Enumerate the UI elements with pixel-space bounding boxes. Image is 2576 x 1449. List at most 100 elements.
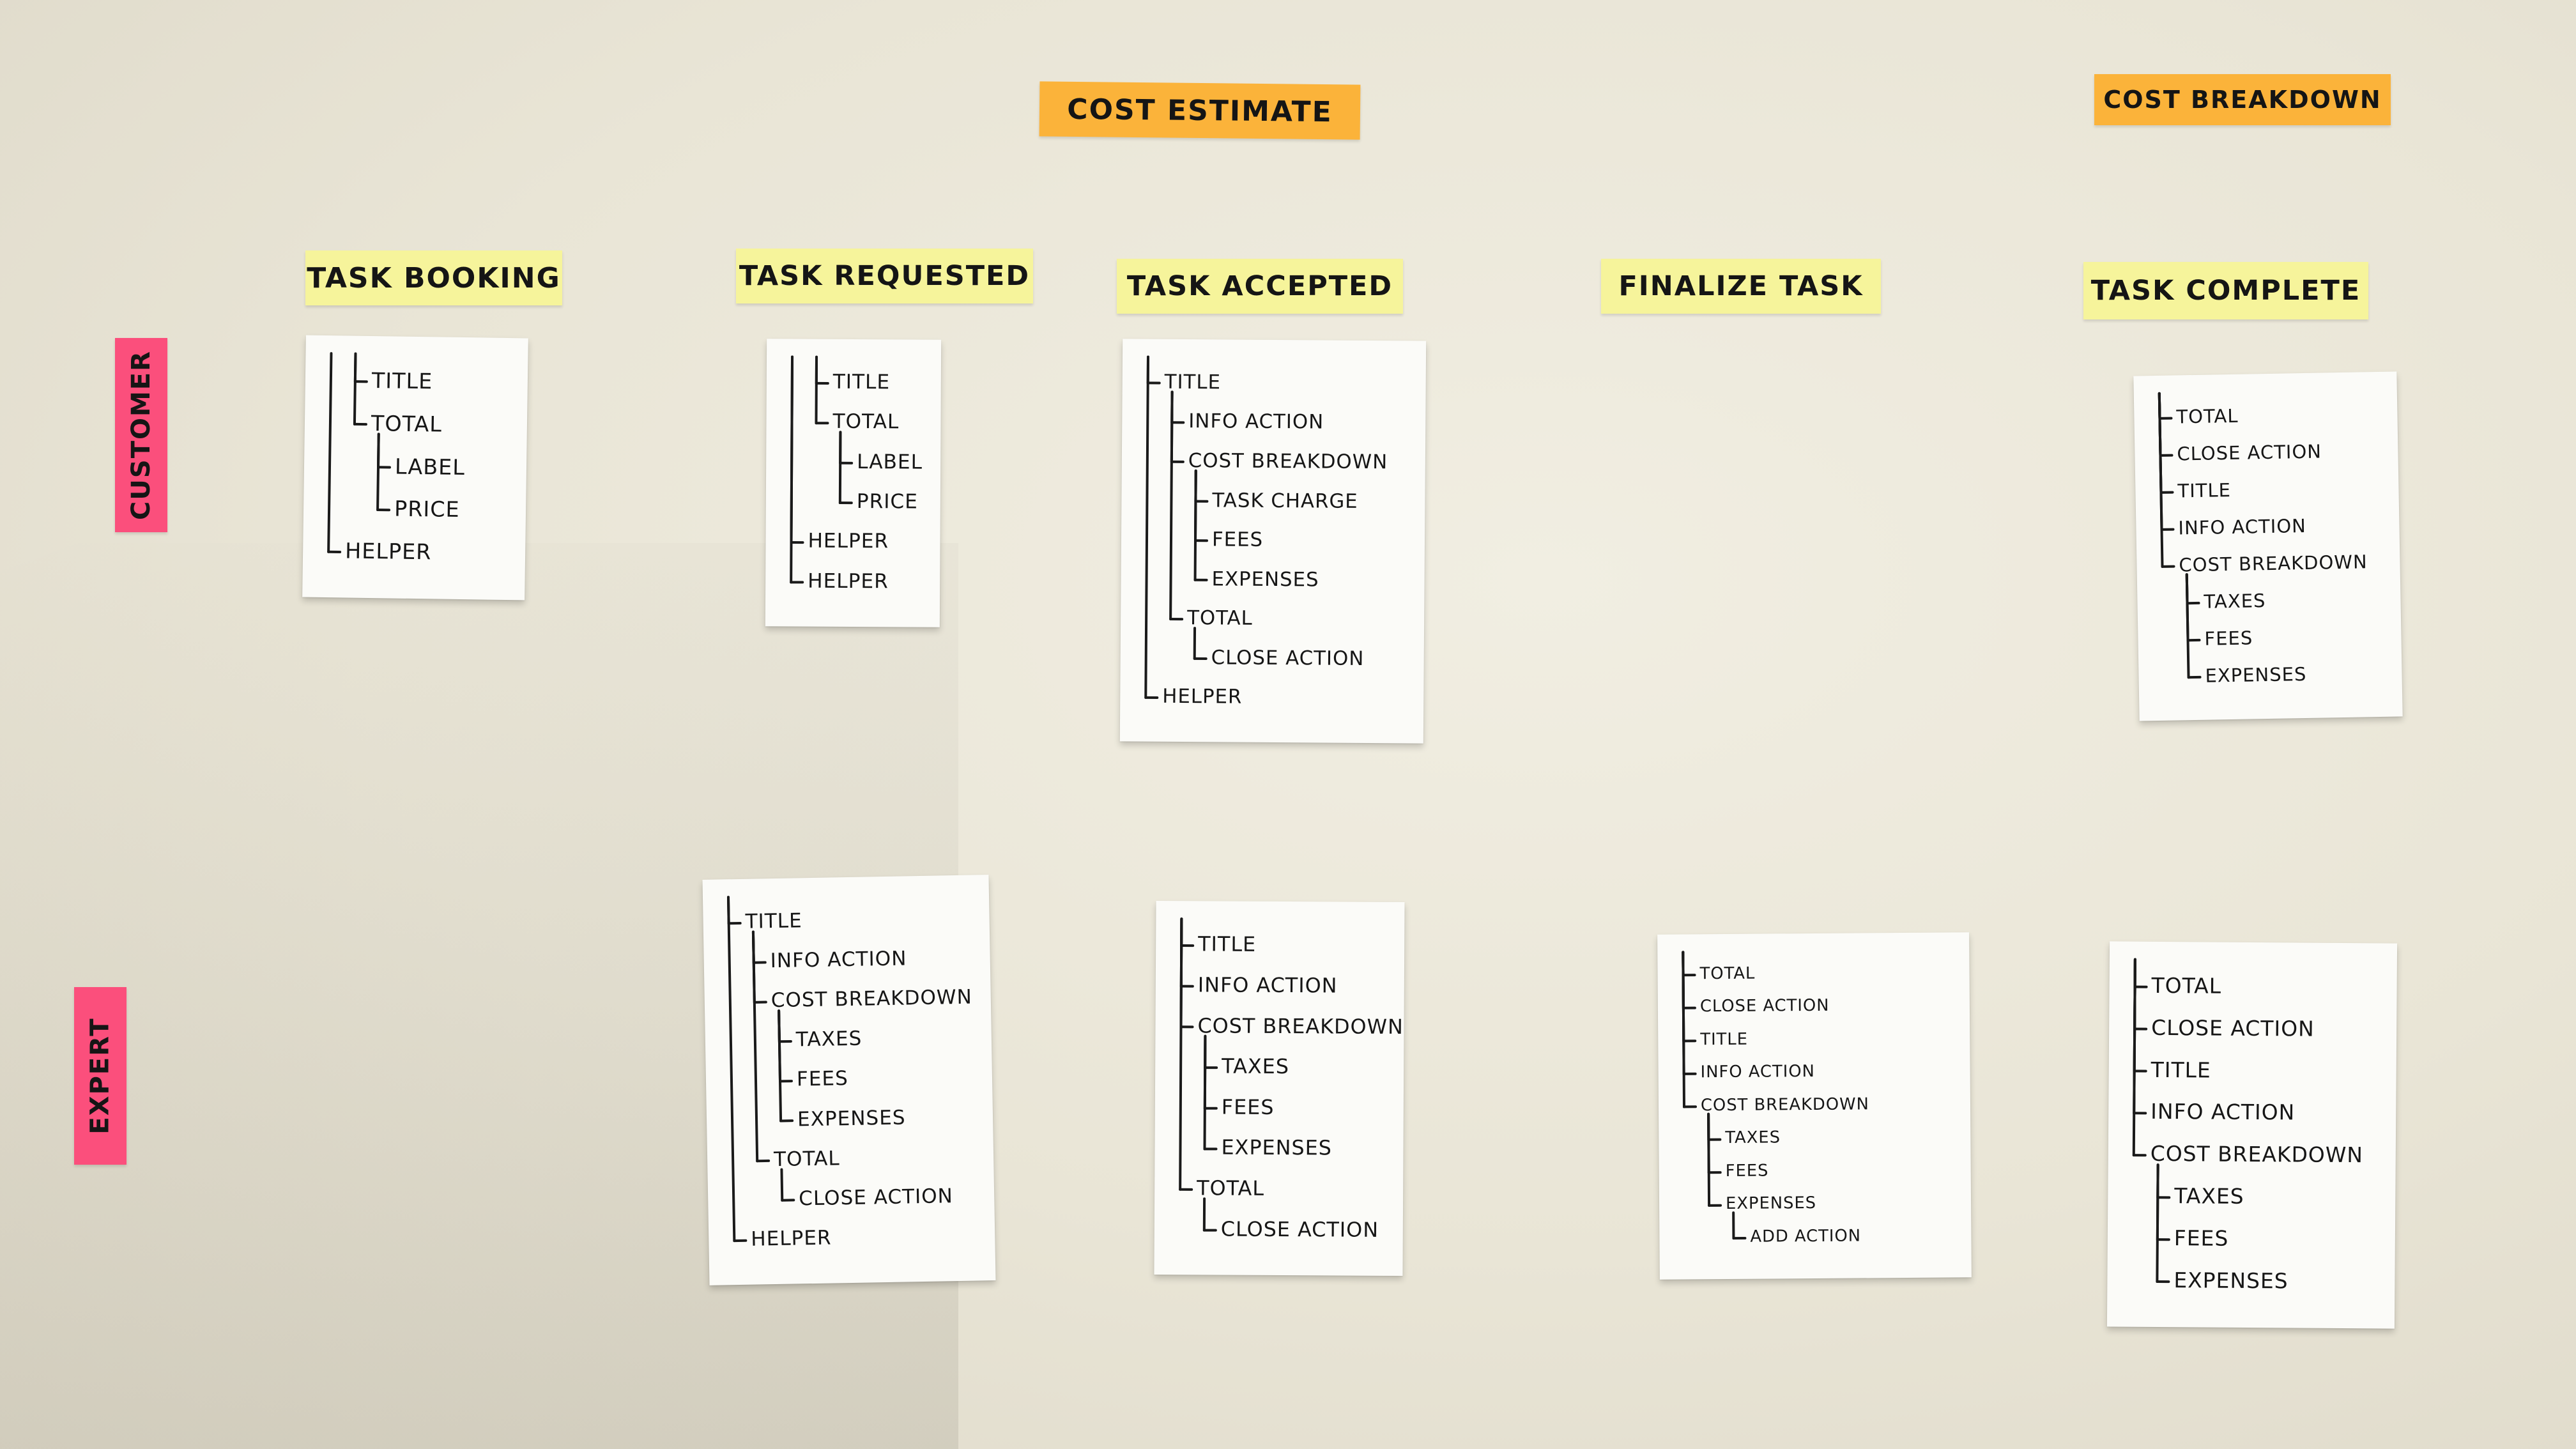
- tree-item: HELPER: [808, 569, 889, 593]
- tree-item: TOTAL: [2151, 972, 2222, 999]
- tree-branch: [376, 433, 380, 511]
- tree-item: TITLE: [2150, 1057, 2211, 1083]
- tree-branch: [2158, 392, 2164, 568]
- tree-branch: [778, 1009, 783, 1123]
- tree-item: TITLE: [371, 368, 433, 394]
- tree-item: TOTAL: [1197, 1176, 1265, 1200]
- row-customer: CUSTOMER: [115, 338, 167, 532]
- tree-item: FEES: [1725, 1161, 1769, 1181]
- tree-branch: [1203, 1034, 1207, 1151]
- tree-item: INFO ACTION: [1700, 1062, 1815, 1082]
- tree-item: TAXES: [2204, 590, 2266, 613]
- column-task-accepted: TASK ACCEPTED: [1117, 259, 1403, 314]
- tree-item: FEES: [2174, 1225, 2229, 1251]
- tree-item: TAXES: [1725, 1128, 1781, 1148]
- tree-item: PRICE: [856, 490, 919, 514]
- tree-branch: [1682, 951, 1686, 1108]
- tree-item: FEES: [796, 1067, 849, 1091]
- tree-branch: [1179, 917, 1183, 1191]
- tree-item: FEES: [1221, 1094, 1275, 1119]
- tree-item: CLOSE ACTION: [2151, 1015, 2315, 1041]
- tree-item: COST BREAKDOWN: [2179, 551, 2368, 576]
- cost-estimate-header: COST ESTIMATE: [1039, 81, 1361, 140]
- tree-branch: [353, 352, 357, 425]
- tree-branch: [1169, 390, 1174, 620]
- tree-item: LABEL: [857, 450, 923, 474]
- tree-lines: [1682, 951, 1747, 1240]
- card-expert-task-complete: TOTAL CLOSE ACTION TITLE INFO ACTION COST BR…: [2106, 941, 2398, 1329]
- tree-item: TOTAL: [832, 410, 900, 434]
- tree-lines: [2158, 392, 2202, 679]
- tree-branch: [1193, 469, 1197, 581]
- column-label: TASK COMPLETE: [2090, 275, 2361, 307]
- tree-item: TITLE: [1164, 370, 1222, 394]
- tree-item: CLOSE ACTION: [798, 1184, 954, 1211]
- tree-item: EXPENSES: [1725, 1193, 1817, 1214]
- tree-lines: [790, 355, 854, 584]
- tree-item: ADD ACTION: [1750, 1226, 1862, 1246]
- tree-item: TITLE: [832, 370, 891, 394]
- tree-item: EXPENSES: [2174, 1268, 2288, 1294]
- tree-item: LABEL: [394, 454, 466, 480]
- cost-estimate-label: COST ESTIMATE: [1067, 93, 1333, 128]
- card-customer-task-booking: TITLE TOTAL LABEL PRICE HELPER: [302, 335, 528, 601]
- tree-branch: [790, 355, 794, 584]
- tree-item: CLOSE ACTION: [1211, 646, 1365, 670]
- tree-item: PRICE: [394, 496, 460, 523]
- tree-item: COST BREAKDOWN: [770, 985, 973, 1013]
- tree-item: COST BREAKDOWN: [1197, 1013, 1404, 1039]
- tree-lines: [1179, 917, 1218, 1232]
- tree-item: TITLE: [745, 909, 802, 933]
- tree-branch: [2132, 958, 2136, 1157]
- tree-branch: [1144, 355, 1150, 699]
- tree-item: TOTAL: [1699, 963, 1756, 983]
- tree-branch: [780, 1168, 784, 1202]
- column-task-requested: TASK REQUESTED: [736, 249, 1033, 303]
- tree-item: HELPER: [344, 538, 432, 565]
- column-label: TASK REQUESTED: [739, 260, 1031, 292]
- tree-lines: [1144, 355, 1209, 699]
- tree-item: INFO ACTION: [770, 947, 907, 973]
- tree-branch: [2156, 1163, 2159, 1284]
- tree-item: TOTAL: [371, 410, 443, 437]
- tree-item: TITLE: [2177, 479, 2232, 502]
- tree-lines: [726, 896, 795, 1243]
- tree-lines: [2132, 958, 2171, 1284]
- row-expert: EXPERT: [74, 987, 126, 1165]
- card-expert-task-requested: TITLE INFO ACTION COST BREAKDOWN TAXES FEES E…: [702, 875, 996, 1285]
- tree-item: TAXES: [795, 1027, 862, 1052]
- tree-item: FEES: [1211, 528, 1264, 551]
- tree-item: TOTAL: [1187, 606, 1253, 630]
- tree-item: COST BREAKDOWN: [1188, 449, 1388, 474]
- column-label: TASK ACCEPTED: [1126, 270, 1393, 302]
- tree-item: EXPENSES: [1211, 567, 1319, 592]
- column-label: FINALIZE TASK: [1618, 270, 1864, 302]
- row-label: CUSTOMER: [126, 350, 156, 520]
- tree-item: COST BREAKDOWN: [1700, 1094, 1869, 1116]
- tree-item: EXPENSES: [797, 1105, 906, 1131]
- tree-item: COST BREAKDOWN: [2150, 1141, 2364, 1168]
- tree-item: CLOSE ACTION: [1220, 1216, 1379, 1242]
- tree-item: HELPER: [1162, 685, 1243, 709]
- column-task-booking: TASK BOOKING: [305, 250, 562, 305]
- cost-breakdown-label: COST BREAKDOWN: [2103, 86, 2382, 114]
- row-label: EXPERT: [86, 1017, 115, 1135]
- tree-branch: [327, 352, 333, 553]
- tree-lines: [327, 352, 392, 553]
- tree-item: HELPER: [751, 1226, 832, 1251]
- tree-item: CLOSE ACTION: [1699, 995, 1830, 1016]
- tree-branch: [2185, 573, 2190, 679]
- tree-item: INFO ACTION: [2150, 1099, 2296, 1125]
- column-finalize-task: FINALIZE TASK: [1601, 259, 1881, 314]
- tree-item: TASK CHARGE: [1212, 488, 1358, 513]
- tree-item: TAXES: [1222, 1054, 1290, 1079]
- tree-item: INFO ACTION: [1197, 972, 1338, 998]
- tree-branch: [726, 896, 736, 1243]
- tree-item: EXPENSES: [1221, 1135, 1333, 1160]
- tree-item: TOTAL: [2176, 404, 2239, 428]
